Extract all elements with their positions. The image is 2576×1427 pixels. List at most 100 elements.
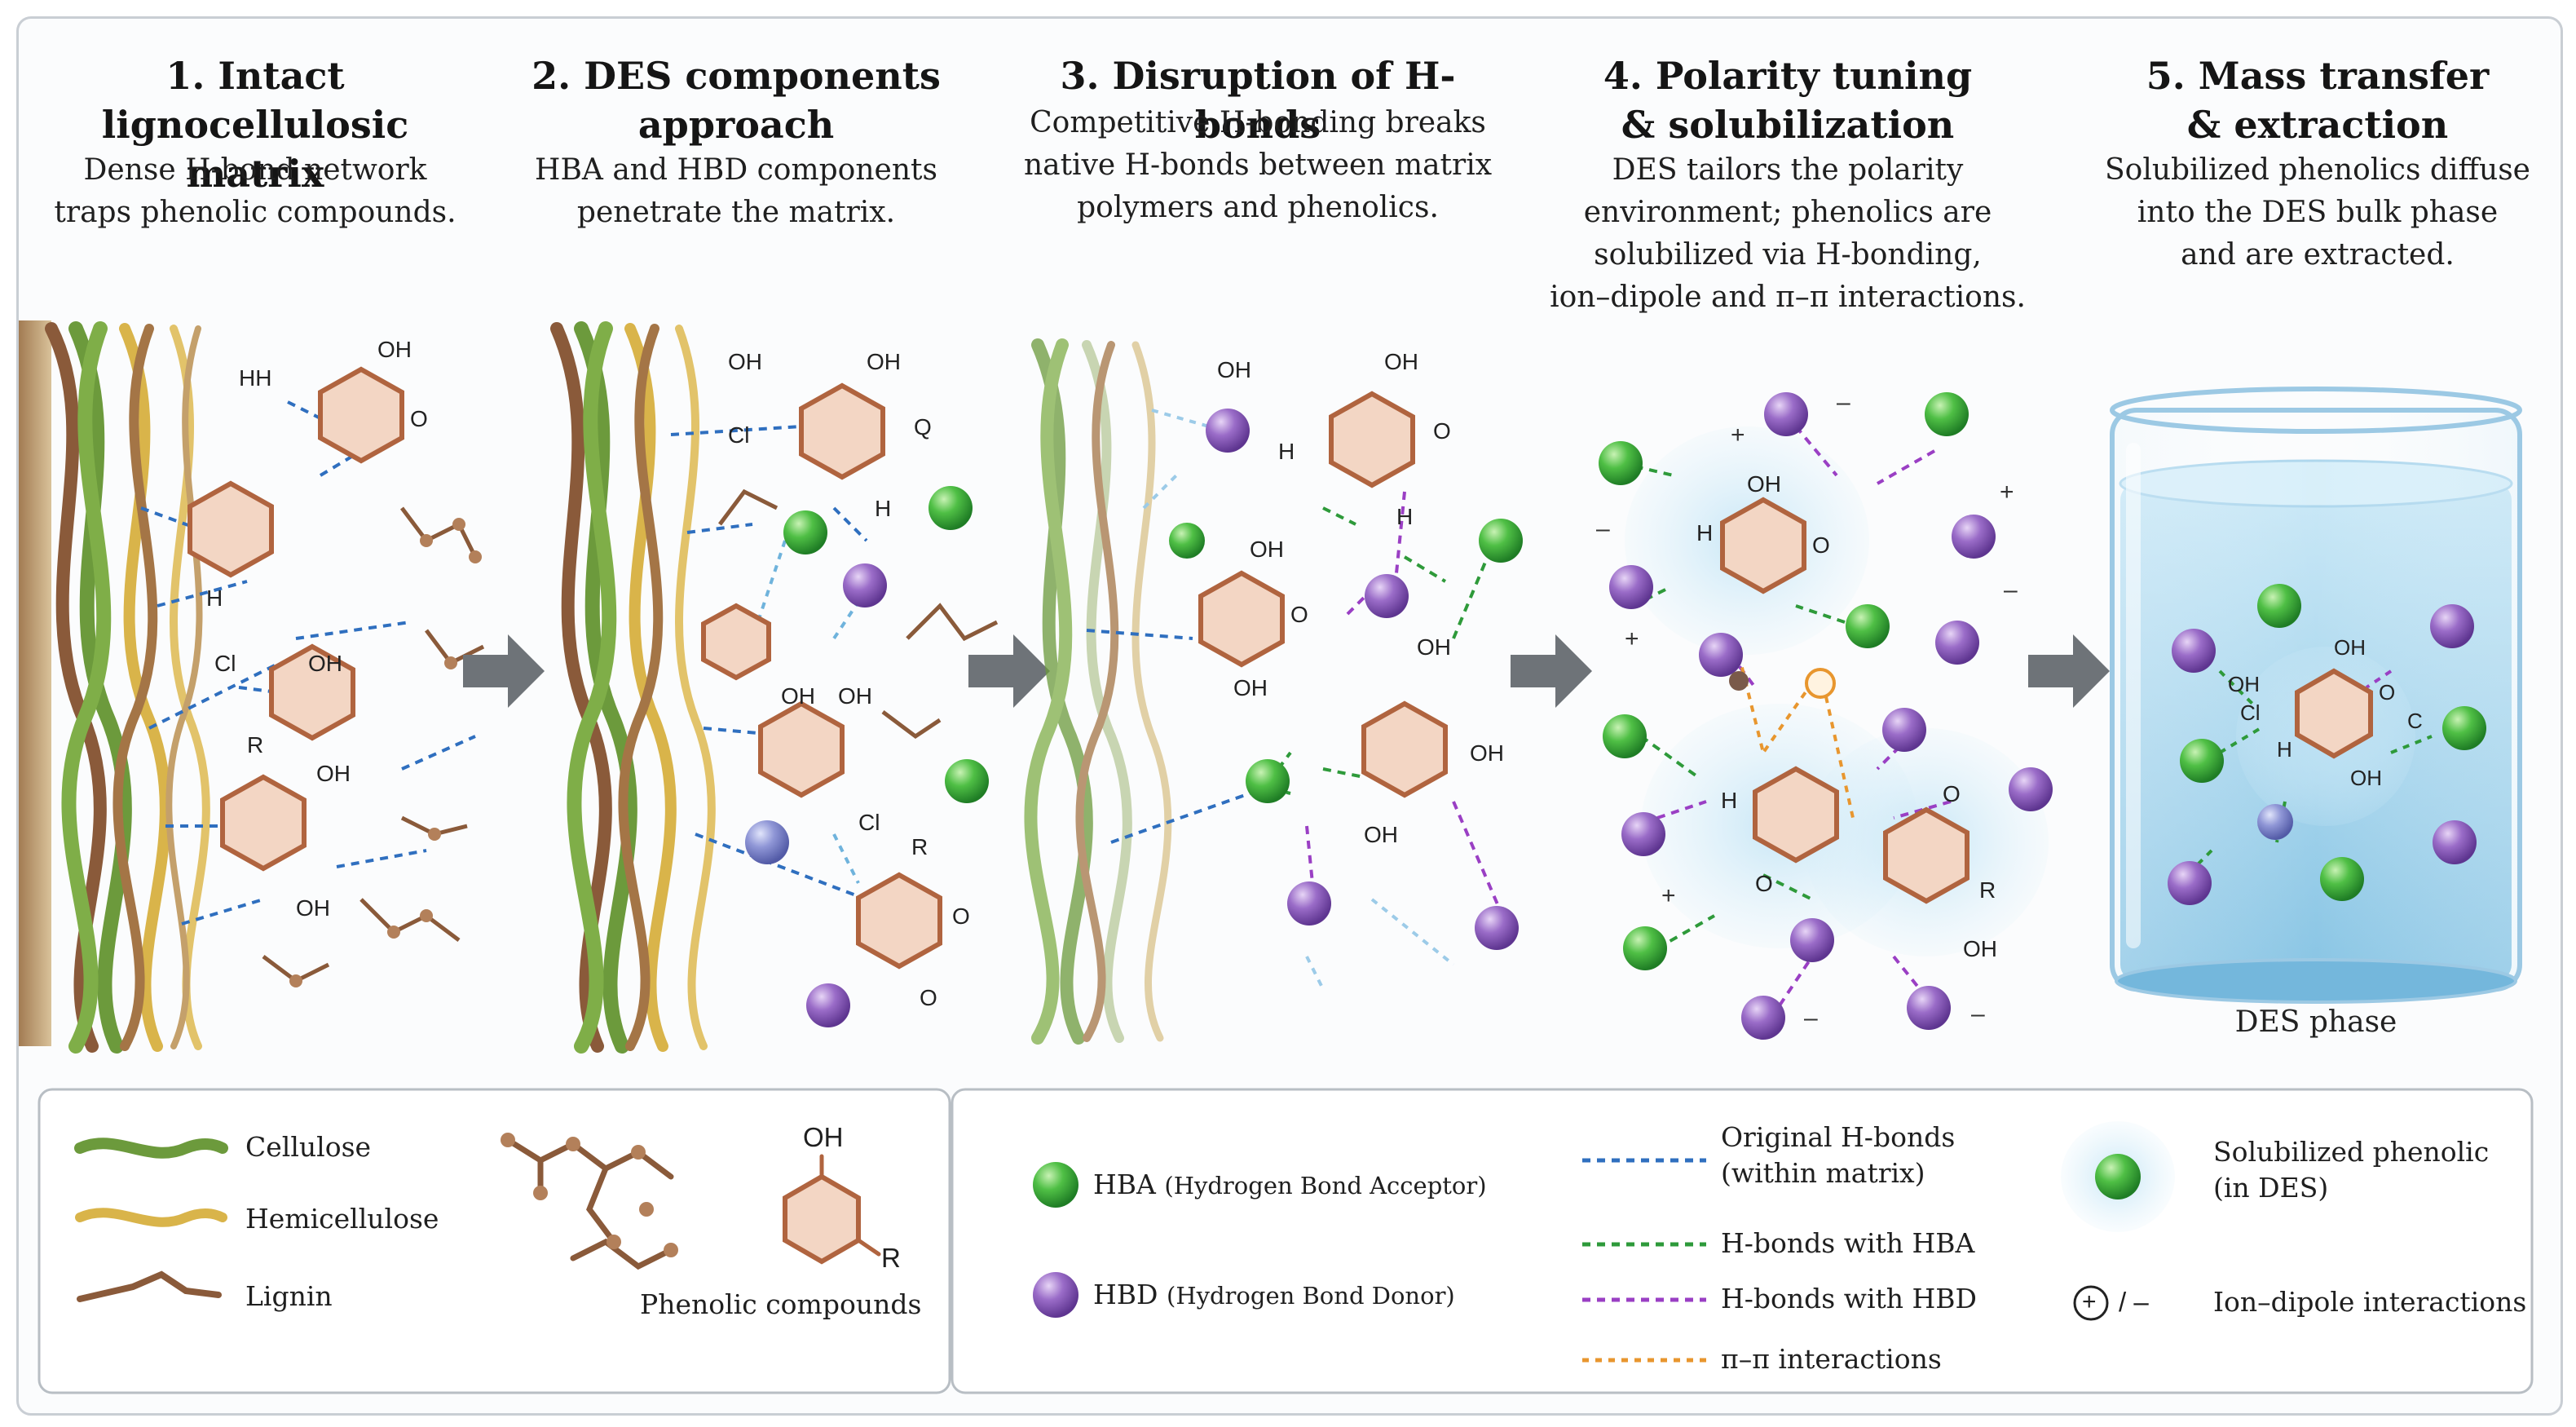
atom-label: OH (377, 337, 412, 362)
atom-label: H (1696, 520, 1713, 546)
hemicellulose-swatch (75, 1208, 227, 1227)
artwork-canvas: HH OH O H Cl R OH OH OH (19, 320, 2534, 1394)
rings-stage-3 (1198, 391, 1448, 798)
hba-ball (945, 759, 989, 803)
ion-markers-4 (1729, 668, 1836, 699)
atom-label: HH (239, 365, 271, 391)
beaker-rim (2110, 387, 2522, 434)
legend-phenolic-r: R (881, 1243, 901, 1273)
charge-label: + (1625, 625, 1639, 652)
hbd-ball (2433, 820, 2477, 864)
charge-label: – (2004, 577, 2018, 603)
atom-label: R (911, 834, 928, 859)
figure-frame: HH OH O H Cl R OH OH OH (16, 16, 2563, 1416)
atom-labels-5: OH O OH Cl H OH C (2228, 635, 2423, 790)
arrow-icon (968, 634, 1050, 708)
ion-plus-icon (2073, 1285, 2109, 1321)
atom-label: OH (296, 895, 330, 921)
charge-labels-4: – + – + – + + – – (1596, 389, 2018, 1032)
atom-label: O (410, 406, 428, 431)
legend-hba-full: (Hydrogen Bond Acceptor) (1164, 1172, 1487, 1199)
hba-ball (1623, 926, 1667, 970)
legend-hba-label: HBA (Hydrogen Bond Acceptor) (1093, 1167, 1487, 1204)
atom-label: H (1396, 504, 1413, 529)
atom-label: R (247, 732, 263, 758)
atom-label: O (2379, 680, 2395, 705)
hba-ball (2257, 584, 2301, 628)
atom-label: OH (1233, 675, 1268, 700)
legend-ion-dipole: Ion–dipole interactions (2213, 1286, 2527, 1318)
atom-label: H (206, 585, 223, 611)
hba-ball (1599, 441, 1643, 485)
charge-label: + (2000, 479, 2014, 506)
hbd-ball (1952, 515, 1996, 559)
des-phase-label: DES phase (2234, 1005, 2397, 1039)
atom-label: Cl (728, 422, 749, 448)
legend-hba-abbr: HBA (1093, 1169, 1156, 1200)
rings-stage-4 (1720, 497, 1969, 904)
atom-label: H (875, 496, 891, 521)
hbd-legend-ball (1033, 1272, 1078, 1318)
hbd-ball (1882, 708, 1926, 752)
hbd-ball (1741, 996, 1785, 1040)
atom-label: R (1979, 877, 1996, 903)
hba-ball (1169, 523, 1205, 559)
stage-1-art: HH OH O H Cl R OH OH OH (19, 320, 485, 1054)
glass-highlight (2126, 443, 2141, 948)
hba-ball (1603, 714, 1647, 758)
solubilized-ball-swatch (2095, 1154, 2141, 1199)
lignin-swatch (77, 1270, 222, 1302)
charge-label: – (1971, 1001, 1985, 1027)
stage-5-art: OH O OH Cl H OH C (2110, 387, 2522, 1004)
legend-hbonds-hba: H-bonds with HBA (1721, 1227, 1975, 1259)
stage-1-description: Dense H-bond network traps phenolic comp… (54, 153, 457, 229)
atom-label: OH (867, 349, 901, 374)
hba-ball (1479, 519, 1523, 563)
legend-phenolic-oh: OH (803, 1122, 844, 1152)
hba-ball (2320, 857, 2364, 901)
stage-1-title: 1. Intact lignocellulosic matrix (101, 54, 409, 196)
atom-label: OH (308, 651, 342, 676)
stage-2-title: 2. DES components approach (532, 54, 941, 147)
hbd-ball (1365, 574, 1409, 618)
stage-5-description: Solubilized phenolics diffuse into the D… (2105, 153, 2530, 272)
atom-label: OH (1747, 471, 1781, 497)
stage-2-art: OH OH Q Cl H OH OH Cl R O O (550, 321, 999, 1054)
atom-label: OH (728, 349, 762, 374)
legend-left-swatches (74, 1133, 881, 1302)
atom-label: Q (914, 414, 932, 440)
atom-label: Cl (858, 810, 880, 835)
legend-panel-left (37, 1088, 951, 1394)
hbd-ball (1764, 392, 1808, 436)
hbd-ball (1475, 906, 1519, 950)
atom-label: OH (2350, 766, 2382, 790)
des-components-2 (745, 486, 989, 1027)
legend-solubilized: Solubilized phenolic (in DES) (2213, 1136, 2490, 1204)
rings-stage-2 (701, 382, 942, 970)
legend-ion-minus-symbol: / – (2119, 1287, 2149, 1317)
legend-phenolic-label: Phenolic compounds (640, 1288, 922, 1320)
hba-ball (2180, 739, 2224, 783)
des-components-4 (1599, 392, 2053, 1040)
phenolic-ring-icon (783, 1173, 861, 1265)
des-components-5 (2168, 584, 2486, 905)
legend-panels (37, 1088, 2534, 1394)
hbd-ball (1790, 918, 1834, 962)
atom-label: OH (1217, 357, 1251, 382)
stage-3-title: 3. Disruption of H-bonds (1060, 54, 1456, 147)
atom-label: OH (1470, 740, 1504, 766)
atom-label: C (2407, 709, 2423, 733)
fiber-bundle-2 (550, 321, 716, 1054)
legend-hbd-label: HBD (Hydrogen Bond Donor) (1093, 1277, 1455, 1314)
hbd-ball (2430, 604, 2474, 648)
stage-5-title: 5. Mass transfer & extraction (2146, 54, 2490, 147)
atom-label: O (1433, 418, 1451, 444)
hba-ball (1246, 759, 1290, 803)
legend-original-hbonds: Original H-bonds (within matrix) (1721, 1121, 1956, 1189)
stage-3-description: Competitive H-bonding breaks native H-bo… (1023, 106, 1493, 224)
hbd-ball (1699, 633, 1743, 677)
anion-marker (1729, 671, 1749, 691)
stage-4-description: DES tailors the polarity environment; ph… (1550, 153, 2026, 314)
arrow-icon (1511, 634, 1592, 708)
legend-hbd-full: (Hydrogen Bond Donor) (1167, 1282, 1455, 1310)
